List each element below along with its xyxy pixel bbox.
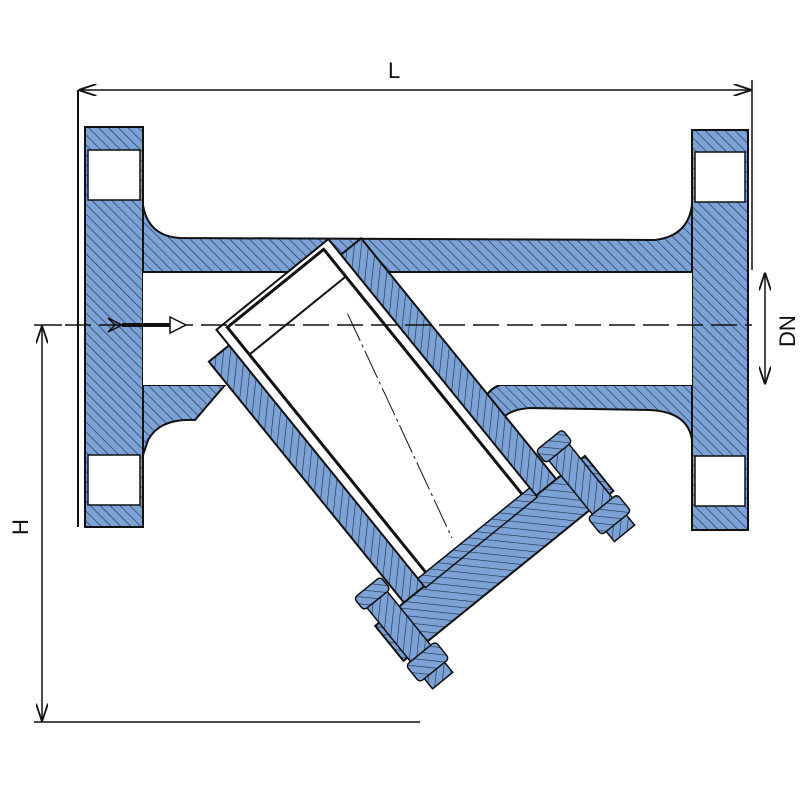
- dimension-height: H: [8, 324, 420, 723]
- bolt: [536, 430, 636, 543]
- right-flange: [691, 129, 749, 531]
- bolt-hole: [694, 455, 746, 507]
- height-label: H: [8, 519, 33, 535]
- dn-label: DN: [775, 315, 800, 347]
- dimension-dn: DN: [765, 274, 800, 383]
- bolt-hole: [87, 454, 141, 506]
- strainer-leg: [207, 236, 636, 690]
- body-top-wall: [142, 204, 693, 273]
- body-bottom-left-wall: [142, 384, 228, 456]
- bolt-hole: [694, 151, 746, 203]
- dimension-length: L: [80, 58, 753, 270]
- flow-arrow-icon: [107, 315, 188, 335]
- left-flange: [77, 90, 144, 528]
- bolt: [354, 577, 454, 690]
- length-label: L: [388, 58, 400, 83]
- bolt-hole: [87, 149, 141, 201]
